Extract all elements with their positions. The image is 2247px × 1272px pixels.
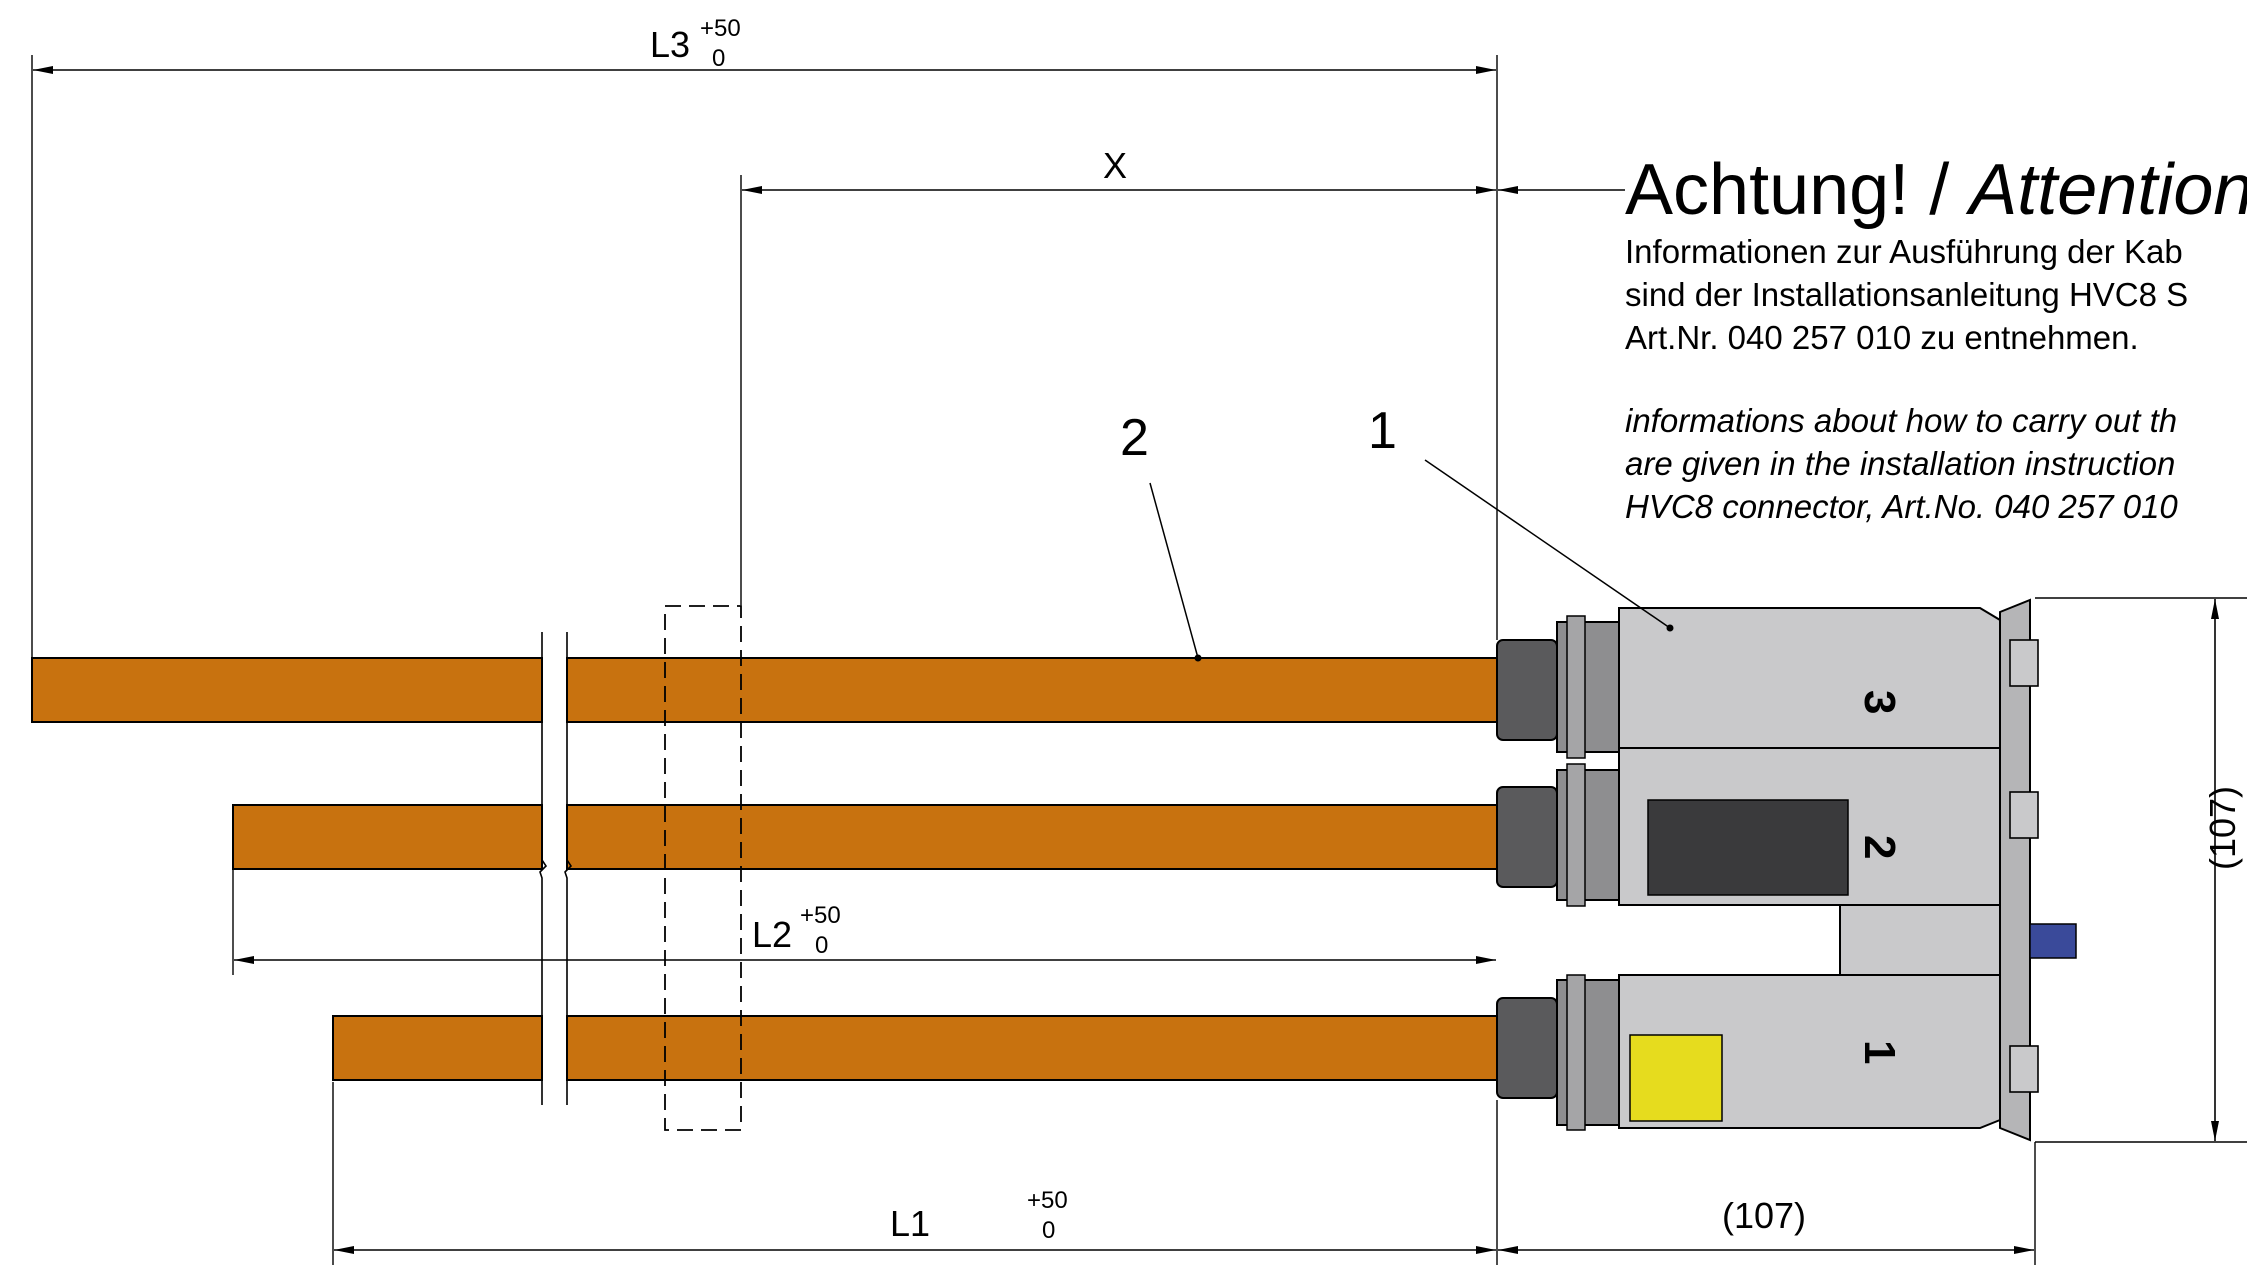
dimension-height-right: (107) [2035,597,2247,1143]
callout-connector-number: 1 [1368,402,1397,460]
dim-height-right-label: (107) [2202,786,2243,870]
break-symbol [539,632,573,1105]
dimension-x: X [740,145,1625,605]
dim-l2-label: L2 [752,914,792,955]
dim-l1-tol-minus: 0 [1042,1217,1055,1244]
cable-middle [232,804,1500,870]
dim-l1-label: L1 [890,1203,930,1244]
callout-cable-number: 2 [1120,409,1149,467]
dimension-width-bottom: (107) [1498,1195,2034,1254]
dim-width-bottom-label: (107) [1722,1195,1806,1236]
dashed-region [664,605,742,1131]
connector-pos-2: 2 [1855,835,1904,859]
note-en-line-2: are given in the installation instructio… [1625,445,2176,482]
dim-l3-label: L3 [650,24,690,65]
dim-x-label: X [1103,145,1127,186]
note-en-line-1: informations about how to carry out th [1625,402,2178,439]
dimension-l2: L2 +50 0 [232,870,1496,975]
note-title-de: Achtung! / [1625,150,1950,230]
cable-bottom [332,1015,1500,1081]
note-de-line-2: sind der Installationsanleitung HVC8 S [1625,276,2189,313]
note-de-line-3: Art.Nr. 040 257 010 zu entnehmen. [1625,319,2139,356]
connector-pos-1: 1 [1855,1040,1904,1064]
dim-l2-tol-minus: 0 [815,932,828,959]
note-de-line-1: Informationen zur Ausführung der Kab [1625,233,2183,270]
dim-l3-tol-minus: 0 [712,45,725,72]
warning-label [1629,1034,1723,1122]
dim-l3-tol-plus: +50 [700,15,741,42]
dimension-l3: L3 +50 0 [31,15,1498,660]
dimension-l1: L1 +50 0 [332,1082,2036,1265]
note-title-en: Attention [1969,150,2247,230]
dim-l2-tol-plus: +50 [800,902,841,929]
callout-cable: 2 [1120,409,1202,662]
callout-connector: 1 [1368,402,1674,632]
cable-top [31,657,1500,723]
note-en-line-3: HVC8 connector, Art.No. 040 257 010 [1625,488,2178,525]
attention-note: Achtung! / Attention Informationen zur A… [1625,150,2247,528]
note-title: Achtung! / Attention [1625,150,2247,230]
connector-housing: 3 2 1 [1496,598,2077,1142]
connector-pos-3: 3 [1855,690,1904,714]
dim-l1-tol-plus: +50 [1027,1187,1068,1214]
